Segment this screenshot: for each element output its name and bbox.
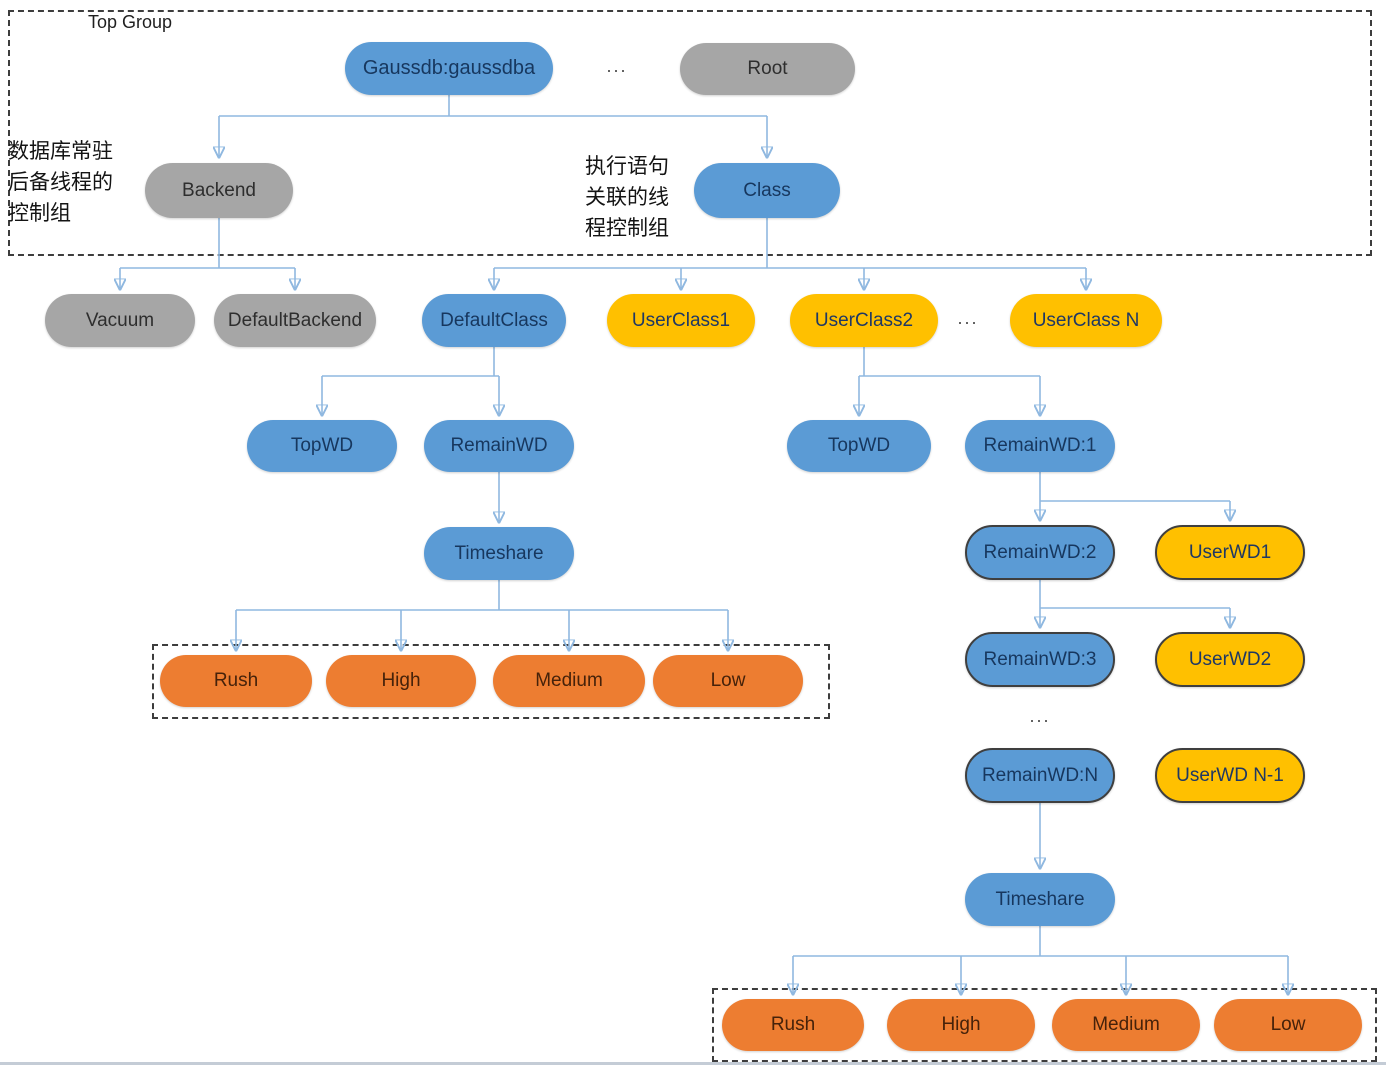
backend-note-line1: 数据库常驻 [8, 140, 113, 163]
class-note: 执行语句 关联的线 程控制组 [585, 151, 669, 244]
node-user-class-n: UserClass N [1010, 294, 1162, 347]
node-timeshare-right: Timeshare [965, 873, 1115, 926]
ellipsis-top-row: ... [606, 56, 628, 76]
node-default-class: DefaultClass [422, 294, 566, 347]
node-user-wd-1: UserWD1 [1155, 525, 1305, 580]
node-remain-wd: RemainWD [424, 420, 574, 472]
backend-note-line2: 后备线程的 [8, 171, 113, 194]
backend-note: 数据库常驻 后备线程的 控制组 [8, 136, 113, 229]
node-top-wd-right: TopWD [787, 420, 931, 472]
node-gaussdb: Gaussdb:gaussdba [345, 42, 553, 95]
node-high-right: High [887, 999, 1035, 1051]
node-class: Class [694, 163, 840, 218]
right-priority-group-box [712, 988, 1377, 1062]
ellipsis-userclass-row: ... [957, 308, 979, 328]
node-high-left: High [326, 655, 476, 707]
class-note-line3: 程控制组 [585, 217, 669, 240]
node-user-wd-n-1: UserWD N-1 [1155, 748, 1305, 803]
bottom-divider [0, 1062, 1386, 1065]
node-remain-wd-3: RemainWD:3 [965, 632, 1115, 687]
node-user-class-1: UserClass1 [607, 294, 755, 347]
node-remain-wd-1: RemainWD:1 [965, 420, 1115, 472]
node-user-wd-2: UserWD2 [1155, 632, 1305, 687]
ellipsis-remainwd-column: ... [1029, 706, 1051, 726]
backend-note-line3: 控制组 [8, 202, 71, 225]
top-group-box [8, 10, 1372, 256]
node-backend: Backend [145, 163, 293, 218]
left-priority-group-box [152, 644, 830, 719]
node-top-wd-left: TopWD [247, 420, 397, 472]
node-default-backend: DefaultBackend [214, 294, 376, 347]
node-low-right: Low [1214, 999, 1362, 1051]
node-medium-left: Medium [493, 655, 645, 707]
node-remain-wd-2: RemainWD:2 [965, 525, 1115, 580]
node-user-class-2: UserClass2 [790, 294, 938, 347]
node-vacuum: Vacuum [45, 294, 195, 347]
node-remain-wd-n: RemainWD:N [965, 748, 1115, 803]
node-rush-right: Rush [722, 999, 864, 1051]
node-medium-right: Medium [1052, 999, 1200, 1051]
node-root: Root [680, 43, 855, 95]
node-timeshare-left: Timeshare [424, 527, 574, 580]
node-low-left: Low [653, 655, 803, 707]
class-note-line1: 执行语句 [585, 155, 669, 178]
class-note-line2: 关联的线 [585, 186, 669, 209]
node-rush-left: Rush [160, 655, 312, 707]
top-group-label: Top Group [88, 12, 173, 32]
